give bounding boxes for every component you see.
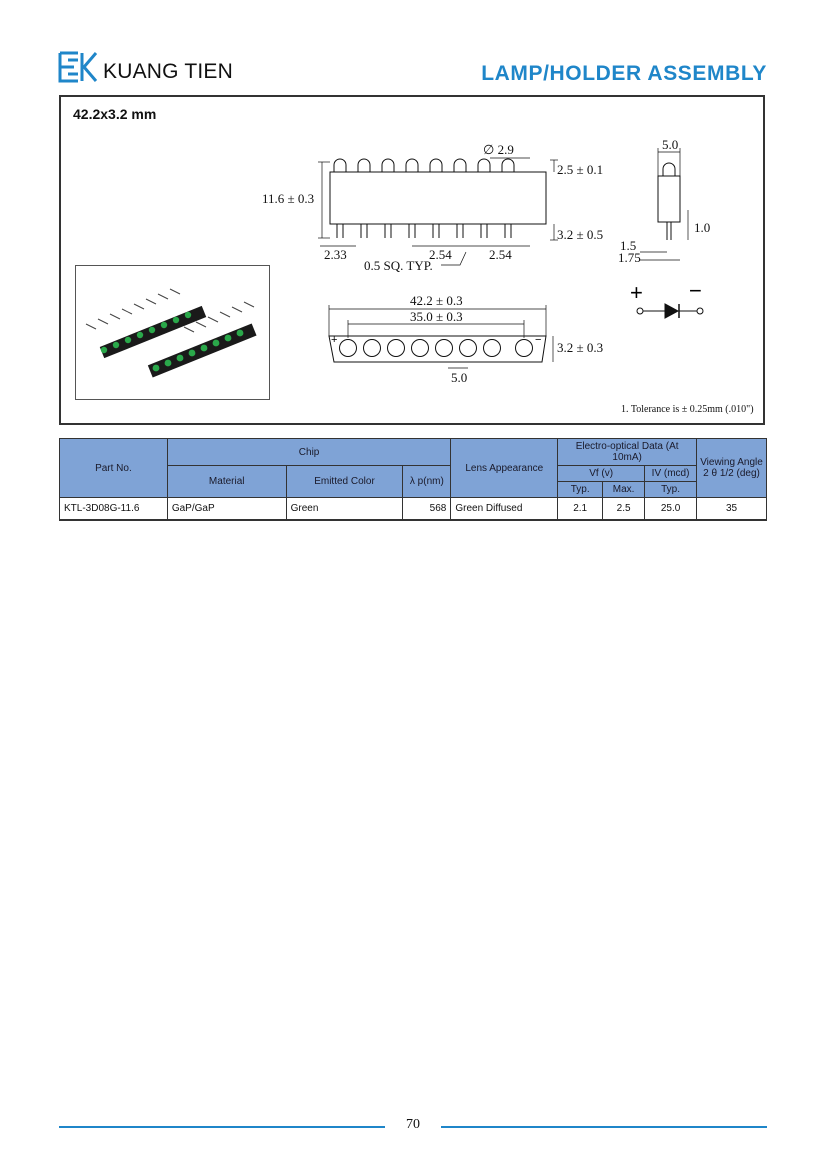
dim-side-lead: 1.0 (694, 220, 710, 235)
cell-vf-typ: 2.1 (557, 497, 604, 521)
spec-table: Part No. Chip Lens Appearance Electro-op… (59, 438, 767, 521)
header-vf: Vf (v) (557, 465, 646, 482)
side-view (640, 148, 689, 261)
product-photo (75, 265, 270, 400)
dim-pitch-a: 2.54 (429, 247, 452, 262)
spec-title: 42.2x3.2 mm (73, 106, 157, 122)
symbol-anode: + (630, 280, 643, 305)
dim-length: 42.2 ± 0.3 (410, 293, 463, 308)
dim-lamp-height: 2.5 ± 0.1 (557, 162, 603, 177)
cell-color: Green (285, 497, 404, 521)
header-eo-data: Electro-optical Data (At 10mA) (557, 438, 698, 466)
cell-material: GaP/GaP (166, 497, 287, 521)
header-vf-typ: Typ. (557, 481, 604, 498)
dim-total-height: 11.6 ± 0.3 (262, 191, 314, 206)
top-view-minus: − (535, 334, 541, 346)
top-view (328, 305, 554, 369)
cell-iv-typ: 25.0 (644, 497, 698, 521)
spec-frame (59, 95, 765, 425)
dim-width: 3.2 ± 0.3 (557, 340, 603, 355)
front-view (318, 157, 558, 266)
header-lens: Lens Appearance (450, 438, 559, 498)
cell-part-no: KTL-3D08G-11.6 (59, 497, 168, 521)
page-number: 70 (406, 1117, 420, 1132)
table-row: KTL-3D08G-11.6 GaP/GaP Green 568 Green D… (59, 497, 767, 521)
dim-side-b: 1.75 (618, 250, 641, 265)
cell-vf-max: 2.5 (602, 497, 646, 521)
header-vf-max: Max. (602, 481, 646, 498)
header-wavelength: λ p(nm) (402, 465, 452, 498)
dim-pitch-b: 2.54 (489, 247, 512, 262)
footer-rule-right (441, 1126, 767, 1128)
cell-wavelength: 568 (402, 497, 452, 521)
header-iv: IV (mcd) (644, 465, 698, 482)
dim-side-a: 1.5 (620, 238, 636, 253)
dim-lead-height: 3.2 ± 0.5 (557, 227, 603, 242)
technical-drawing: ∅ 2.9 2.5 ± 0.1 11.6 ± 0.3 3.2 ± 0.5 2.3… (262, 137, 754, 415)
dim-lead-sq: 0.5 SQ. TYP. (364, 258, 433, 273)
header-part-no: Part No. (59, 438, 168, 498)
tolerance-note: 1. Tolerance is ± 0.25mm (.010") (621, 404, 754, 415)
brand-name: KUANG TIEN (103, 60, 233, 83)
dim-side-width: 5.0 (662, 137, 678, 152)
header-iv-typ: Typ. (644, 481, 698, 498)
header-emitted-color: Emitted Color (285, 465, 404, 498)
page-title: LAMP/HOLDER ASSEMBLY (481, 62, 767, 85)
cell-lens: Green Diffused (450, 497, 559, 521)
dim-end-offset: 2.33 (324, 247, 347, 262)
dim-spacing: 5.0 (451, 370, 467, 385)
header-viewing-angle: Viewing Angle 2 θ 1/2 (deg) (696, 438, 767, 498)
cell-angle: 35 (696, 497, 767, 521)
kt-logo-icon (58, 51, 98, 83)
header-chip: Chip (166, 438, 452, 466)
dim-diameter: ∅ 2.9 (483, 142, 514, 157)
header-material: Material (166, 465, 287, 498)
dim-inner-length: 35.0 ± 0.3 (410, 309, 463, 324)
top-view-plus: + (331, 334, 337, 346)
footer-rule-left (59, 1126, 385, 1128)
symbol-cathode: − (689, 278, 702, 303)
diode-symbol-icon (636, 303, 704, 319)
